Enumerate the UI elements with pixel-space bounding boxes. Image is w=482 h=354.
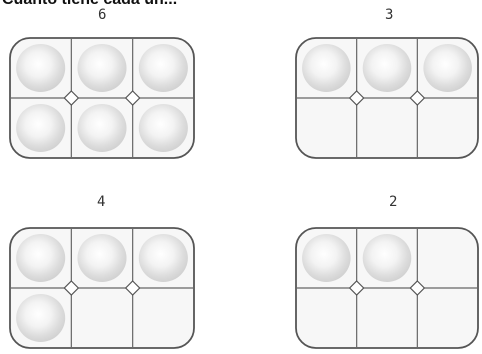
tray-count: 3 xyxy=(385,7,393,23)
tray-count: 6 xyxy=(98,7,106,23)
egg xyxy=(302,44,351,92)
egg xyxy=(16,44,65,92)
tray-count: 2 xyxy=(389,194,397,210)
egg xyxy=(302,234,351,282)
egg xyxy=(363,44,412,92)
egg xyxy=(77,234,126,282)
egg xyxy=(363,234,412,282)
egg xyxy=(139,104,188,152)
tray-count: 4 xyxy=(97,194,105,210)
egg xyxy=(77,44,126,92)
egg xyxy=(139,234,188,282)
page-header: Cuánto tiene cada un... xyxy=(2,0,177,9)
egg-tray xyxy=(294,226,480,350)
egg xyxy=(16,104,65,152)
egg xyxy=(423,44,472,92)
egg xyxy=(139,44,188,92)
egg xyxy=(16,234,65,282)
egg-tray xyxy=(8,226,196,350)
egg xyxy=(16,294,65,342)
egg xyxy=(77,104,126,152)
egg-tray xyxy=(8,36,196,160)
egg-tray xyxy=(294,36,480,160)
